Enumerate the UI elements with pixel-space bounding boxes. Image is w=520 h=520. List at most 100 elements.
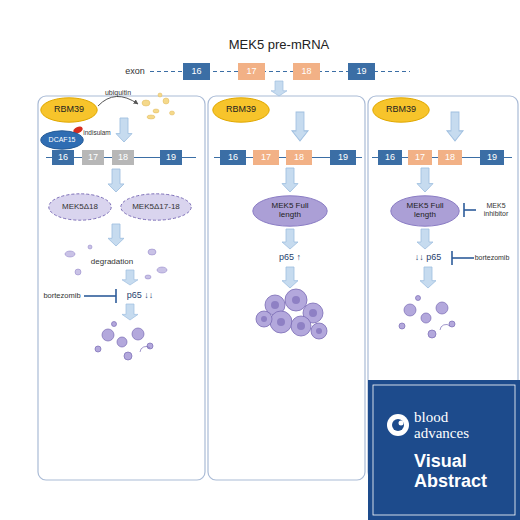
ellipse-shape <box>41 98 97 122</box>
exon-box: 17 <box>238 63 265 80</box>
ellipse-shape <box>49 194 111 220</box>
fragment <box>145 275 151 279</box>
fragment <box>170 111 175 115</box>
fragment <box>88 245 92 249</box>
protein-label: ↓↓ p65 <box>415 253 442 263</box>
node-text: RBM39 <box>386 105 416 115</box>
inhibition-line <box>84 295 116 297</box>
drug-label: indisulam <box>83 129 110 136</box>
fragment <box>148 249 156 255</box>
node-text: 19 <box>338 153 348 163</box>
exon-box: 19 <box>480 150 504 165</box>
cell-fragment <box>440 324 450 330</box>
exon-box: 17 <box>82 150 104 165</box>
exon-box: 19 <box>160 150 182 165</box>
logo-text: Visual Abstract <box>414 452 514 492</box>
inhibition-line <box>452 257 474 259</box>
drug-label: bortezomib <box>475 254 510 262</box>
isoform-ellipse: MEK5Δ18 <box>48 193 112 221</box>
node-text: 16 <box>385 153 395 163</box>
exon-box: 17 <box>408 150 432 165</box>
ellipse-shape <box>391 196 459 226</box>
cell-fragment <box>147 343 153 349</box>
cell <box>285 289 307 311</box>
node-text: MEK5Δ18 <box>62 203 98 212</box>
node-text: 18 <box>445 153 455 163</box>
logo-icon <box>387 414 409 436</box>
protein-fragments <box>142 93 175 119</box>
journal-logo: blood advancesVisual Abstract <box>368 380 520 520</box>
ellipse-shape <box>121 194 191 220</box>
protein-label: p65 ↓↓ <box>127 291 154 301</box>
drug-label: MEK5 inhibitor <box>476 202 516 217</box>
node-text: 17 <box>88 153 98 163</box>
cell <box>270 311 292 333</box>
cell-fragment <box>399 323 405 329</box>
fragment <box>158 93 162 97</box>
node-text: 16 <box>228 153 238 163</box>
exon-box: 17 <box>253 150 279 165</box>
node-text: 19 <box>166 153 176 163</box>
logo-icon <box>392 419 404 431</box>
node-text: 17 <box>261 153 271 163</box>
cell-fragment <box>140 346 150 352</box>
node-text: RBM39 <box>226 105 256 115</box>
node-text: 18 <box>301 67 311 77</box>
flow-arrow <box>282 229 298 249</box>
ubiquitin-arrow <box>98 96 138 106</box>
panel-frame <box>38 96 205 480</box>
protein-ellipse: MEK5 Full length <box>390 195 460 227</box>
protein-ellipse: MEK5 Full length <box>252 195 328 227</box>
flow-arrow <box>108 169 124 192</box>
protein-ellipse: RBM39 <box>212 97 270 123</box>
nucleus <box>271 301 279 309</box>
node-text: 18 <box>118 153 128 163</box>
exon-box: 16 <box>220 150 246 165</box>
fragment <box>147 115 155 119</box>
exon-box: 18 <box>286 150 312 165</box>
panel-frame <box>208 96 365 480</box>
flow-arrow <box>292 112 308 141</box>
fragment <box>75 269 81 275</box>
flow-arrow <box>282 168 298 192</box>
node-text: MEK5 Full length <box>405 202 445 220</box>
inhibition-bar <box>115 289 117 303</box>
ellipse-shape <box>253 196 327 226</box>
node-text: 18 <box>294 153 304 163</box>
flow-arrow <box>122 304 138 320</box>
inhibition-bar <box>463 203 465 217</box>
nucleus <box>316 328 322 334</box>
cell-fragment <box>95 346 101 352</box>
nucleus <box>261 316 267 322</box>
fragment <box>153 109 159 113</box>
cell-fragment <box>421 313 431 323</box>
exon-box: 18 <box>438 150 462 165</box>
flow-arrow <box>108 224 124 246</box>
degradation-fragments <box>65 245 167 279</box>
node-text: 17 <box>415 153 425 163</box>
flow-arrow <box>417 229 433 249</box>
process-label: degradation <box>91 258 133 267</box>
exon-box: 18 <box>293 63 320 80</box>
cell <box>256 311 272 327</box>
fragment <box>142 100 150 106</box>
process-label: ubiquitin <box>105 89 131 97</box>
nucleus <box>309 309 317 317</box>
node-text: DCAF15 <box>49 136 76 144</box>
node-text: RBM39 <box>54 105 84 115</box>
node-text: MEK5 Full length <box>270 202 310 220</box>
flow-arrow <box>420 267 436 288</box>
axis-label: exon <box>125 67 145 77</box>
flow-arrow <box>271 81 287 96</box>
dying-cells <box>95 296 455 361</box>
inhibition-bar <box>451 251 453 265</box>
cell-nuclei <box>261 296 322 334</box>
fragment <box>65 251 75 257</box>
node-text: 19 <box>356 67 366 77</box>
inhibition-line <box>464 209 476 211</box>
ellipse-shape <box>41 131 83 149</box>
exon-box: 19 <box>330 150 356 165</box>
living-cells <box>256 289 327 339</box>
exon-box: 16 <box>378 150 402 165</box>
flow-arrow <box>417 168 433 192</box>
